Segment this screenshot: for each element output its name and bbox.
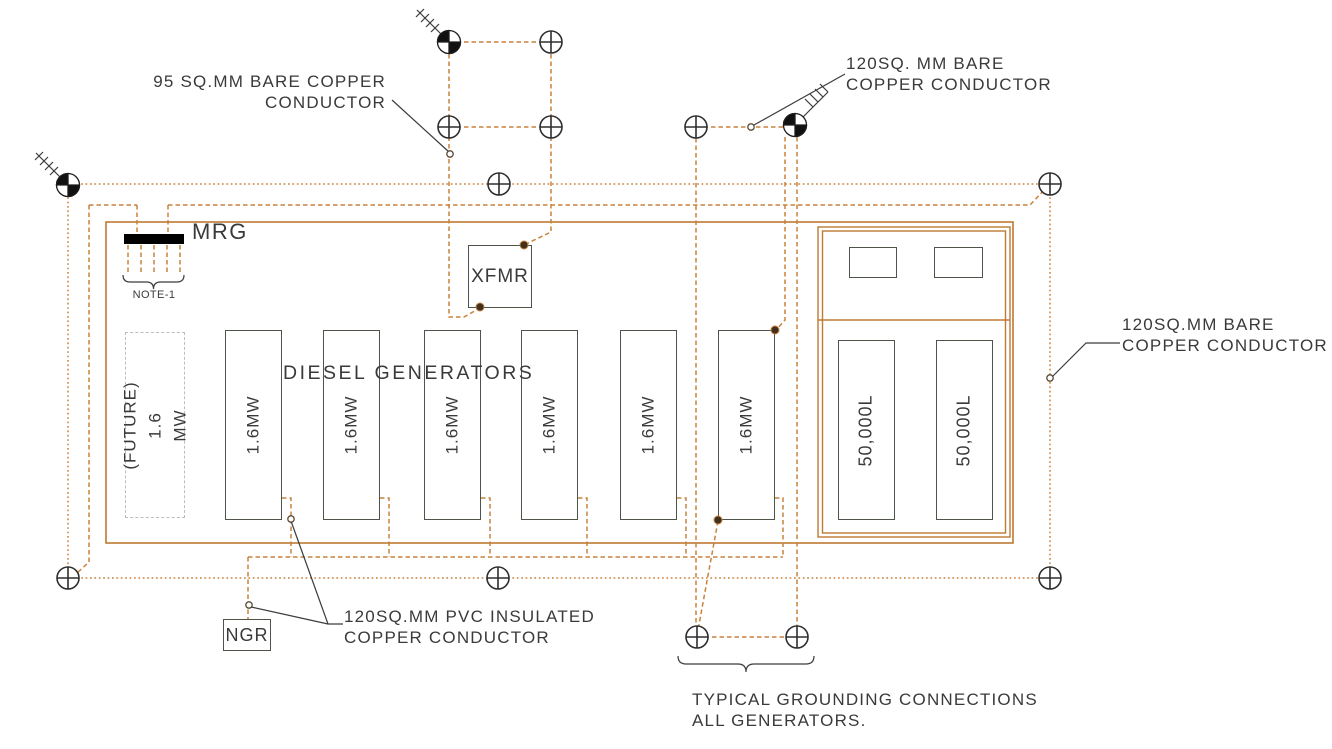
label-line: TYPICAL GROUNDING CONNECTIONS [692,690,1038,709]
label-note1: NOTE-1 [132,289,176,301]
label-line: 120SQ.MM BARE [1122,315,1275,334]
ngr-label: NGR [225,624,269,645]
label-typical-grounding: TYPICAL GROUNDING CONNECTIONS ALL GENERA… [692,689,1038,731]
label-mrg: MRG [192,219,248,244]
label-120sqmm-right-conductor: 120SQ.MM BARE COPPER CONDUCTOR [1122,314,1328,356]
ngr-box: NGR [223,619,271,651]
label-line: 95 SQ.MM BARE COPPER [153,72,386,91]
label-line: COPPER CONDUCTOR [846,75,1052,94]
label-diesel-generators: DIESEL GENERATORS [283,362,535,384]
label-line: 120SQ.MM PVC INSULATED [344,607,595,626]
label-line: COPPER CONDUCTOR [344,628,550,647]
label-line: 120SQ. MM BARE [846,54,1005,73]
label-pvc-insulated-conductor: 120SQ.MM PVC INSULATED COPPER CONDUCTOR [344,606,595,648]
label-95sqmm-conductor: 95 SQ.MM BARE COPPER CONDUCTOR [120,71,386,113]
label-120sqmm-top-conductor: 120SQ. MM BARE COPPER CONDUCTOR [846,53,1052,95]
label-line: ALL GENERATORS. [692,711,867,730]
label-line: CONDUCTOR [265,93,386,112]
label-line: COPPER CONDUCTOR [1122,336,1328,355]
